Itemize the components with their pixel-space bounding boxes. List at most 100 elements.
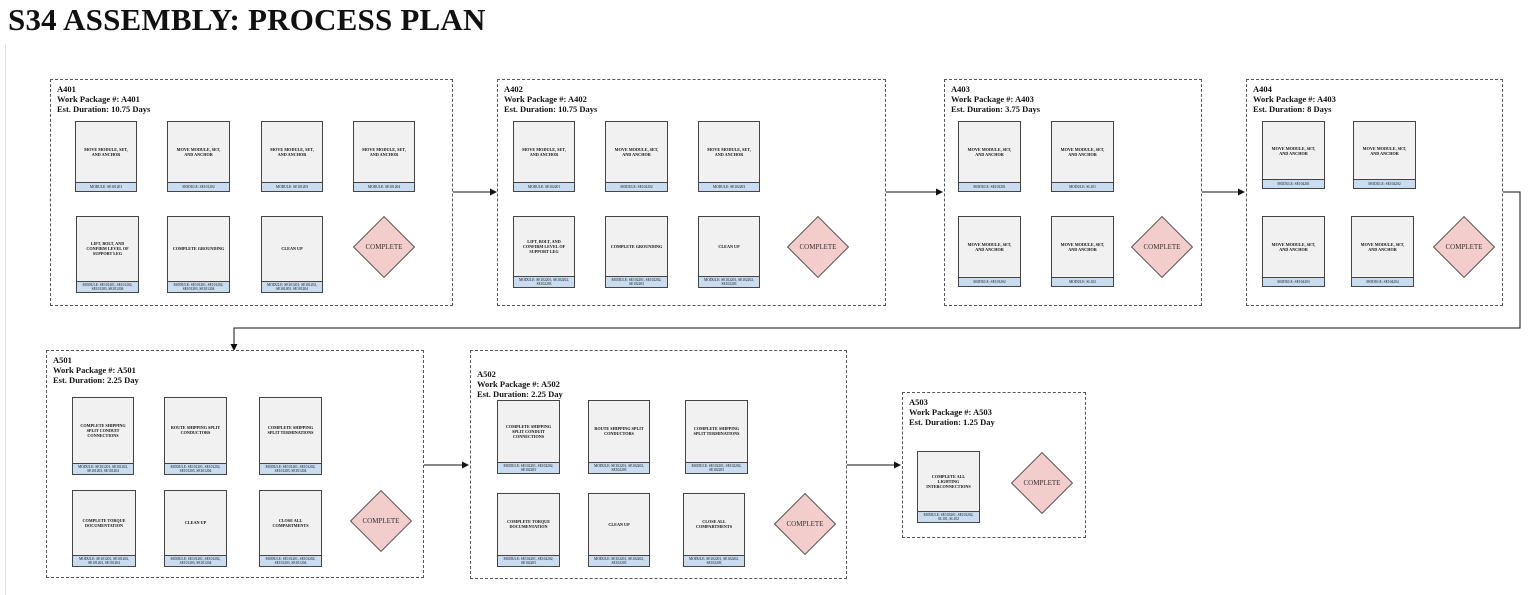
package-header: A503 Work Package #: A503 Est. Duration:…: [909, 397, 995, 427]
process-step[interactable]: CLEAN UP MODULE: SE102201, SE102202, SE1…: [698, 216, 760, 288]
step-label: MOVE MODULE, SET, AND ANCHOR: [1362, 145, 1407, 156]
step-label: CLEAN UP: [608, 521, 630, 527]
page-title: S34 ASSEMBLY: PROCESS PLAN: [8, 2, 486, 37]
process-step[interactable]: CLEAN UP MODULE: SE102201, SE102202, SE1…: [588, 493, 650, 567]
process-step[interactable]: MOVE MODULE, SET, AND ANCHOR MODULE: SE1…: [261, 121, 323, 192]
step-label: MOVE MODULE, SET, AND ANCHOR: [614, 147, 659, 157]
package-duration: Est. Duration: 3.75 Days: [951, 104, 1041, 114]
step-module: MODULE: SE102201, SE102202, SE102203: [589, 554, 649, 566]
process-step[interactable]: COMPLETE TORQUE DOCUMENTATION MODULE: SE…: [72, 490, 136, 567]
package-duration: Est. Duration: 1.25 Day: [909, 417, 995, 427]
process-step[interactable]: MOVE MODULE, SET, AND ANCHOR MODULE: SL1…: [1051, 216, 1114, 287]
process-step[interactable]: COMPLETE SHIPPING SPLIT TERMINATIONS MOD…: [685, 400, 748, 474]
step-label: MOVE MODULE, SET, AND ANCHOR: [1271, 242, 1316, 252]
package-duration: Est. Duration: 2.25 Day: [53, 375, 139, 385]
process-step[interactable]: COMPLETE GROUNDING MODULE: SE102201, SE1…: [605, 216, 668, 288]
step-module: MODULE: SE101201, SE101202, SE101203, SE…: [168, 280, 229, 292]
complete-label: COMPLETE: [1023, 479, 1061, 487]
package-id: A403: [951, 84, 970, 94]
step-label: COMPLETE SHIPPING SPLIT TERMINATIONS: [693, 426, 740, 437]
package-header: A404 Work Package #: A403 Est. Duration:…: [1253, 84, 1336, 114]
step-label: MOVE MODULE, SET, AND ANCHOR: [84, 147, 128, 157]
package-id: A402: [504, 84, 523, 94]
process-step[interactable]: MOVE MODULE, SET, AND ANCHOR MODULE: SE1…: [513, 121, 575, 192]
process-step[interactable]: COMPLETE SHIPPING SPLIT TERMINATIONS MOD…: [259, 397, 322, 475]
step-module: MODULE: SL101: [1052, 182, 1113, 191]
step-module: MODULE: SE101203: [262, 182, 322, 191]
process-step[interactable]: MOVE MODULE, SET, AND ANCHOR MODULE: SE1…: [75, 121, 137, 192]
package-number: Work Package #: A401: [57, 94, 140, 104]
package-duration: Est. Duration: 8 Days: [1253, 104, 1332, 114]
step-label: COMPLETE TORQUE DOCUMENTATION: [82, 517, 126, 528]
step-label: MOVE MODULE, SET, AND ANCHOR: [967, 242, 1012, 252]
process-step[interactable]: MOVE MODULE, SET, AND ANCHOR MODULE: SE1…: [958, 121, 1021, 192]
process-step[interactable]: MOVE MODULE, SET, AND ANCHOR MODULE: SE1…: [958, 216, 1021, 287]
package-header: A501 Work Package #: A501 Est. Duration:…: [53, 355, 139, 385]
process-step[interactable]: COMPLETE TORQUE DOCUMENTATION MODULE: SE…: [497, 493, 560, 567]
process-step[interactable]: CLEAN UP MODULE: SE101201, SE101202, SE1…: [164, 490, 227, 567]
process-step[interactable]: COMPLETE SHIPPING SPLIT CONDUIT CONNECTI…: [72, 397, 134, 475]
step-label: COMPLETE SHIPPING SPLIT CONDUIT CONNECTI…: [505, 423, 552, 439]
complete-label: COMPLETE: [365, 243, 403, 251]
process-step[interactable]: COMPLETE GROUNDING MODULE: SE101201, SE1…: [167, 216, 230, 293]
package-id: A503: [909, 397, 928, 407]
process-step[interactable]: ROUTE SHIPPING SPLIT CONDUCTORS MODULE: …: [164, 397, 227, 475]
process-step[interactable]: MOVE MODULE, SET, AND ANCHOR MODULE: SE1…: [1262, 216, 1325, 287]
step-label: CLEAN UP: [718, 243, 740, 249]
process-step[interactable]: CLOSE ALL COMPARTMENTS MODULE: SE102201,…: [683, 493, 745, 567]
step-module: MODULE: SE102202: [606, 182, 667, 191]
step-label: LIFT, BOLT, AND CONFIRM LEVEL OF SUPPORT…: [522, 238, 566, 254]
step-label: MOVE MODULE, SET, AND ANCHOR: [176, 147, 221, 157]
step-module: MODULE: SE101201, SE101202, SE101203, SE…: [165, 462, 226, 474]
process-step[interactable]: LIFT, BOLT, AND CONFIRM LEVEL OF SUPPORT…: [76, 216, 139, 293]
step-label: MOVE MODULE, SET, AND ANCHOR: [1060, 147, 1105, 157]
process-step[interactable]: MOVE MODULE, SET, AND ANCHOR MODULE: SE1…: [698, 121, 760, 192]
package-duration: Est. Duration: 2.25 Day: [477, 389, 563, 399]
complete-label: COMPLETE: [1143, 243, 1181, 251]
process-step[interactable]: MOVE MODULE, SET, AND ANCHOR MODULE: SE1…: [1351, 216, 1414, 287]
package-duration: Est. Duration: 10.75 Days: [57, 104, 151, 114]
package-id: A501: [53, 355, 72, 365]
step-module: MODULE: SE102201, SE102202, SE102203: [514, 275, 574, 287]
complete-label: COMPLETE: [799, 243, 837, 251]
step-module: MODULE: SE101201, SE101202, SE101203, SE…: [73, 462, 133, 474]
process-step[interactable]: LIFT, BOLT, AND CONFIRM LEVEL OF SUPPORT…: [513, 216, 575, 288]
step-label: COMPLETE SHIPPING SPLIT CONDUIT CONNECTI…: [80, 422, 126, 438]
step-label: CLOSE ALL COMPARTMENTS: [272, 517, 309, 528]
step-module: MODULE: SE102201, SE102202, SE102203: [684, 554, 744, 566]
step-label: COMPLETE SHIPPING SPLIT TERMINATIONS: [267, 425, 314, 436]
process-step[interactable]: MOVE MODULE, SET, AND ANCHOR MODULE: SE1…: [167, 121, 230, 192]
process-step[interactable]: MOVE MODULE, SET, AND ANCHOR MODULE: SE1…: [1262, 121, 1325, 189]
process-step[interactable]: CLOSE ALL COMPARTMENTS MODULE: SE101201,…: [259, 490, 322, 567]
process-step[interactable]: MOVE MODULE, SET, AND ANCHOR MODULE: SL1…: [1051, 121, 1114, 192]
step-label: ROUTE SHIPPING SPLIT CONDUCTORS: [594, 426, 644, 437]
step-module: MODULE: SE101204: [354, 182, 414, 191]
step-module: MODULE: SE102201, SE102202, SE102203: [498, 554, 559, 566]
package-number: Work Package #: A503: [909, 407, 992, 417]
package-number: Work Package #: A403: [1253, 94, 1336, 104]
process-step[interactable]: ROUTE SHIPPING SPLIT CONDUCTORS MODULE: …: [588, 400, 650, 474]
process-step[interactable]: COMPLETE SHIPPING SPLIT CONDUIT CONNECTI…: [497, 400, 560, 474]
process-step[interactable]: MOVE MODULE, SET, AND ANCHOR MODULE: SE1…: [605, 121, 668, 192]
step-module: MODULE: SE101202: [168, 182, 229, 191]
process-step[interactable]: CLEAN UP MODULE: SE101201, SE101202, SE1…: [261, 216, 323, 293]
step-label: MOVE MODULE, SET, AND ANCHOR: [522, 147, 566, 157]
package-number: Work Package #: A501: [53, 365, 136, 375]
package-duration: Est. Duration: 10.75 Days: [504, 104, 598, 114]
process-step[interactable]: COMPLETE ALL LIGHTING INTERCONNECTIONS M…: [917, 451, 980, 523]
step-label: COMPLETE GROUNDING: [610, 243, 663, 249]
left-divider: [5, 44, 6, 595]
process-step[interactable]: MOVE MODULE, SET, AND ANCHOR MODULE: SE1…: [353, 121, 415, 192]
step-label: MOVE MODULE, SET, AND ANCHOR: [1360, 242, 1405, 252]
package-number: Work Package #: A502: [477, 379, 560, 389]
package-header: A502 Work Package #: A502 Est. Duration:…: [477, 369, 563, 399]
process-step[interactable]: MOVE MODULE, SET, AND ANCHOR MODULE: SE1…: [1353, 121, 1416, 189]
step-module: MODULE: SE101201, SE101202, SE101203, SE…: [73, 554, 135, 566]
step-module: MODULE: SL102: [1052, 277, 1113, 286]
step-module: MODULE: SE102201, SE102202, SE102203: [589, 461, 649, 473]
step-module: MODULE: SE104202: [1354, 179, 1415, 188]
package-header: A401 Work Package #: A401 Est. Duration:…: [57, 84, 150, 114]
step-label: LIFT, BOLT, AND CONFIRM LEVEL OF SUPPORT…: [86, 241, 129, 257]
step-label: COMPLETE ALL LIGHTING INTERCONNECTIONS: [926, 473, 971, 489]
package-id: A401: [57, 84, 76, 94]
